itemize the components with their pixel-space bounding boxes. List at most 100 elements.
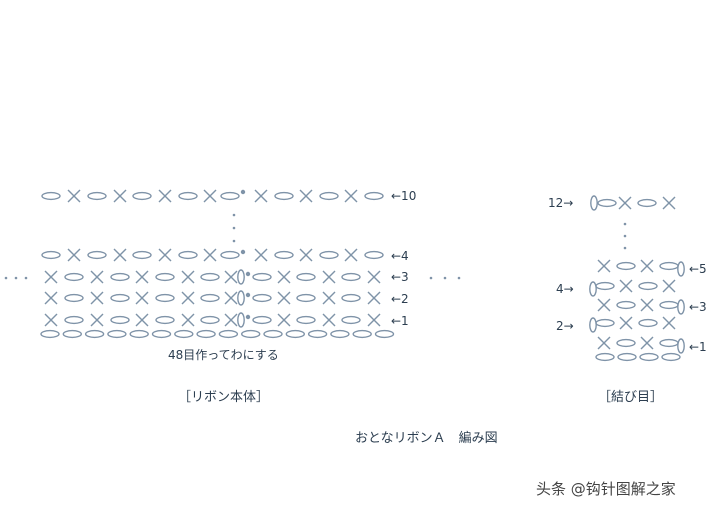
chain-stitch [616, 261, 636, 271]
chain-stitch [595, 318, 615, 328]
chain-stitch [307, 329, 328, 339]
single-crochet [135, 291, 149, 305]
chain-stitch [319, 250, 339, 260]
chain-stitch [617, 352, 637, 362]
single-crochet [113, 189, 127, 203]
turning-chain [677, 261, 685, 277]
continuation-dot [232, 213, 236, 217]
chain-stitch [252, 315, 272, 325]
knot-caption: ［結び目］ [598, 390, 664, 405]
chain-stitch [296, 272, 316, 282]
single-crochet [135, 270, 149, 284]
single-crochet [277, 313, 291, 327]
continuation-dot [429, 276, 433, 280]
chain-stitch [200, 272, 220, 282]
single-crochet [254, 248, 268, 262]
single-crochet [299, 248, 313, 262]
chain-stitch [638, 318, 658, 328]
slip-stitch [245, 292, 251, 298]
diagram-title: おとなリボンＡ 編み図 [355, 431, 498, 446]
single-crochet [90, 313, 104, 327]
chain-stitch [319, 191, 339, 201]
chain-stitch [129, 329, 149, 339]
chain-stitch [595, 352, 615, 362]
single-crochet [277, 291, 291, 305]
single-crochet [254, 189, 268, 203]
single-crochet [640, 298, 654, 312]
single-crochet [662, 196, 676, 210]
turning-chain [589, 317, 597, 333]
knot-label-4: 4→ [556, 282, 574, 296]
turning-chain [237, 269, 245, 285]
single-crochet [181, 291, 195, 305]
chain-stitch [155, 315, 175, 325]
chain-stitch [62, 329, 83, 339]
continuation-dot [623, 222, 627, 226]
chain-stitch [178, 191, 198, 201]
single-crochet [619, 316, 633, 330]
row-label-2: ←2 [391, 292, 409, 306]
chain-stitch [220, 250, 240, 260]
single-crochet [203, 248, 217, 262]
single-crochet [224, 313, 238, 327]
chain-stitch [41, 191, 61, 201]
chain-stitch [330, 329, 350, 339]
continuation-dot [24, 276, 28, 280]
single-crochet [367, 313, 381, 327]
chain-stitch [110, 272, 130, 282]
chain-stitch [285, 329, 305, 339]
row-label-3: ←3 [391, 270, 409, 284]
single-crochet [322, 270, 336, 284]
single-crochet [322, 313, 336, 327]
foundation-note: 48目作ってわにする [168, 348, 279, 362]
chain-stitch [638, 281, 658, 291]
chain-stitch [296, 293, 316, 303]
chain-stitch [240, 329, 261, 339]
chain-stitch [597, 198, 617, 208]
chain-stitch [252, 293, 272, 303]
single-crochet [90, 270, 104, 284]
single-crochet [224, 270, 238, 284]
chain-stitch [200, 293, 220, 303]
knot-label-12: 12→ [548, 196, 574, 210]
chain-stitch [616, 300, 636, 310]
chain-stitch [41, 250, 61, 260]
single-crochet [640, 336, 654, 350]
single-crochet [597, 298, 611, 312]
single-crochet [367, 270, 381, 284]
chain-stitch [110, 293, 130, 303]
knot-label-2: 2→ [556, 319, 574, 333]
continuation-dot [623, 246, 627, 250]
ribbon-body-caption: ［リボン本体］ [178, 390, 270, 405]
single-crochet [67, 248, 81, 262]
chain-stitch [364, 191, 384, 201]
single-crochet [181, 270, 195, 284]
row-label-4: ←4 [391, 249, 409, 263]
chain-stitch [637, 198, 657, 208]
chain-stitch [87, 250, 107, 260]
chain-stitch [178, 250, 198, 260]
single-crochet [597, 336, 611, 350]
slip-stitch [245, 271, 251, 277]
chain-stitch [296, 315, 316, 325]
single-crochet [662, 316, 676, 330]
chain-stitch [132, 250, 152, 260]
continuation-dot [14, 276, 18, 280]
watermark: 头条 @钩针图解之家 [536, 480, 676, 498]
chain-stitch [374, 329, 395, 339]
chain-stitch [218, 329, 239, 339]
slip-stitch [245, 314, 251, 320]
single-crochet [44, 313, 58, 327]
slip-stitch [240, 189, 246, 195]
single-crochet [203, 189, 217, 203]
single-crochet [367, 291, 381, 305]
continuation-dot [443, 276, 447, 280]
chain-stitch [87, 191, 107, 201]
chain-stitch [252, 272, 272, 282]
single-crochet [344, 248, 358, 262]
single-crochet [181, 313, 195, 327]
chain-stitch [64, 315, 84, 325]
row-label-1: ←1 [391, 314, 409, 328]
